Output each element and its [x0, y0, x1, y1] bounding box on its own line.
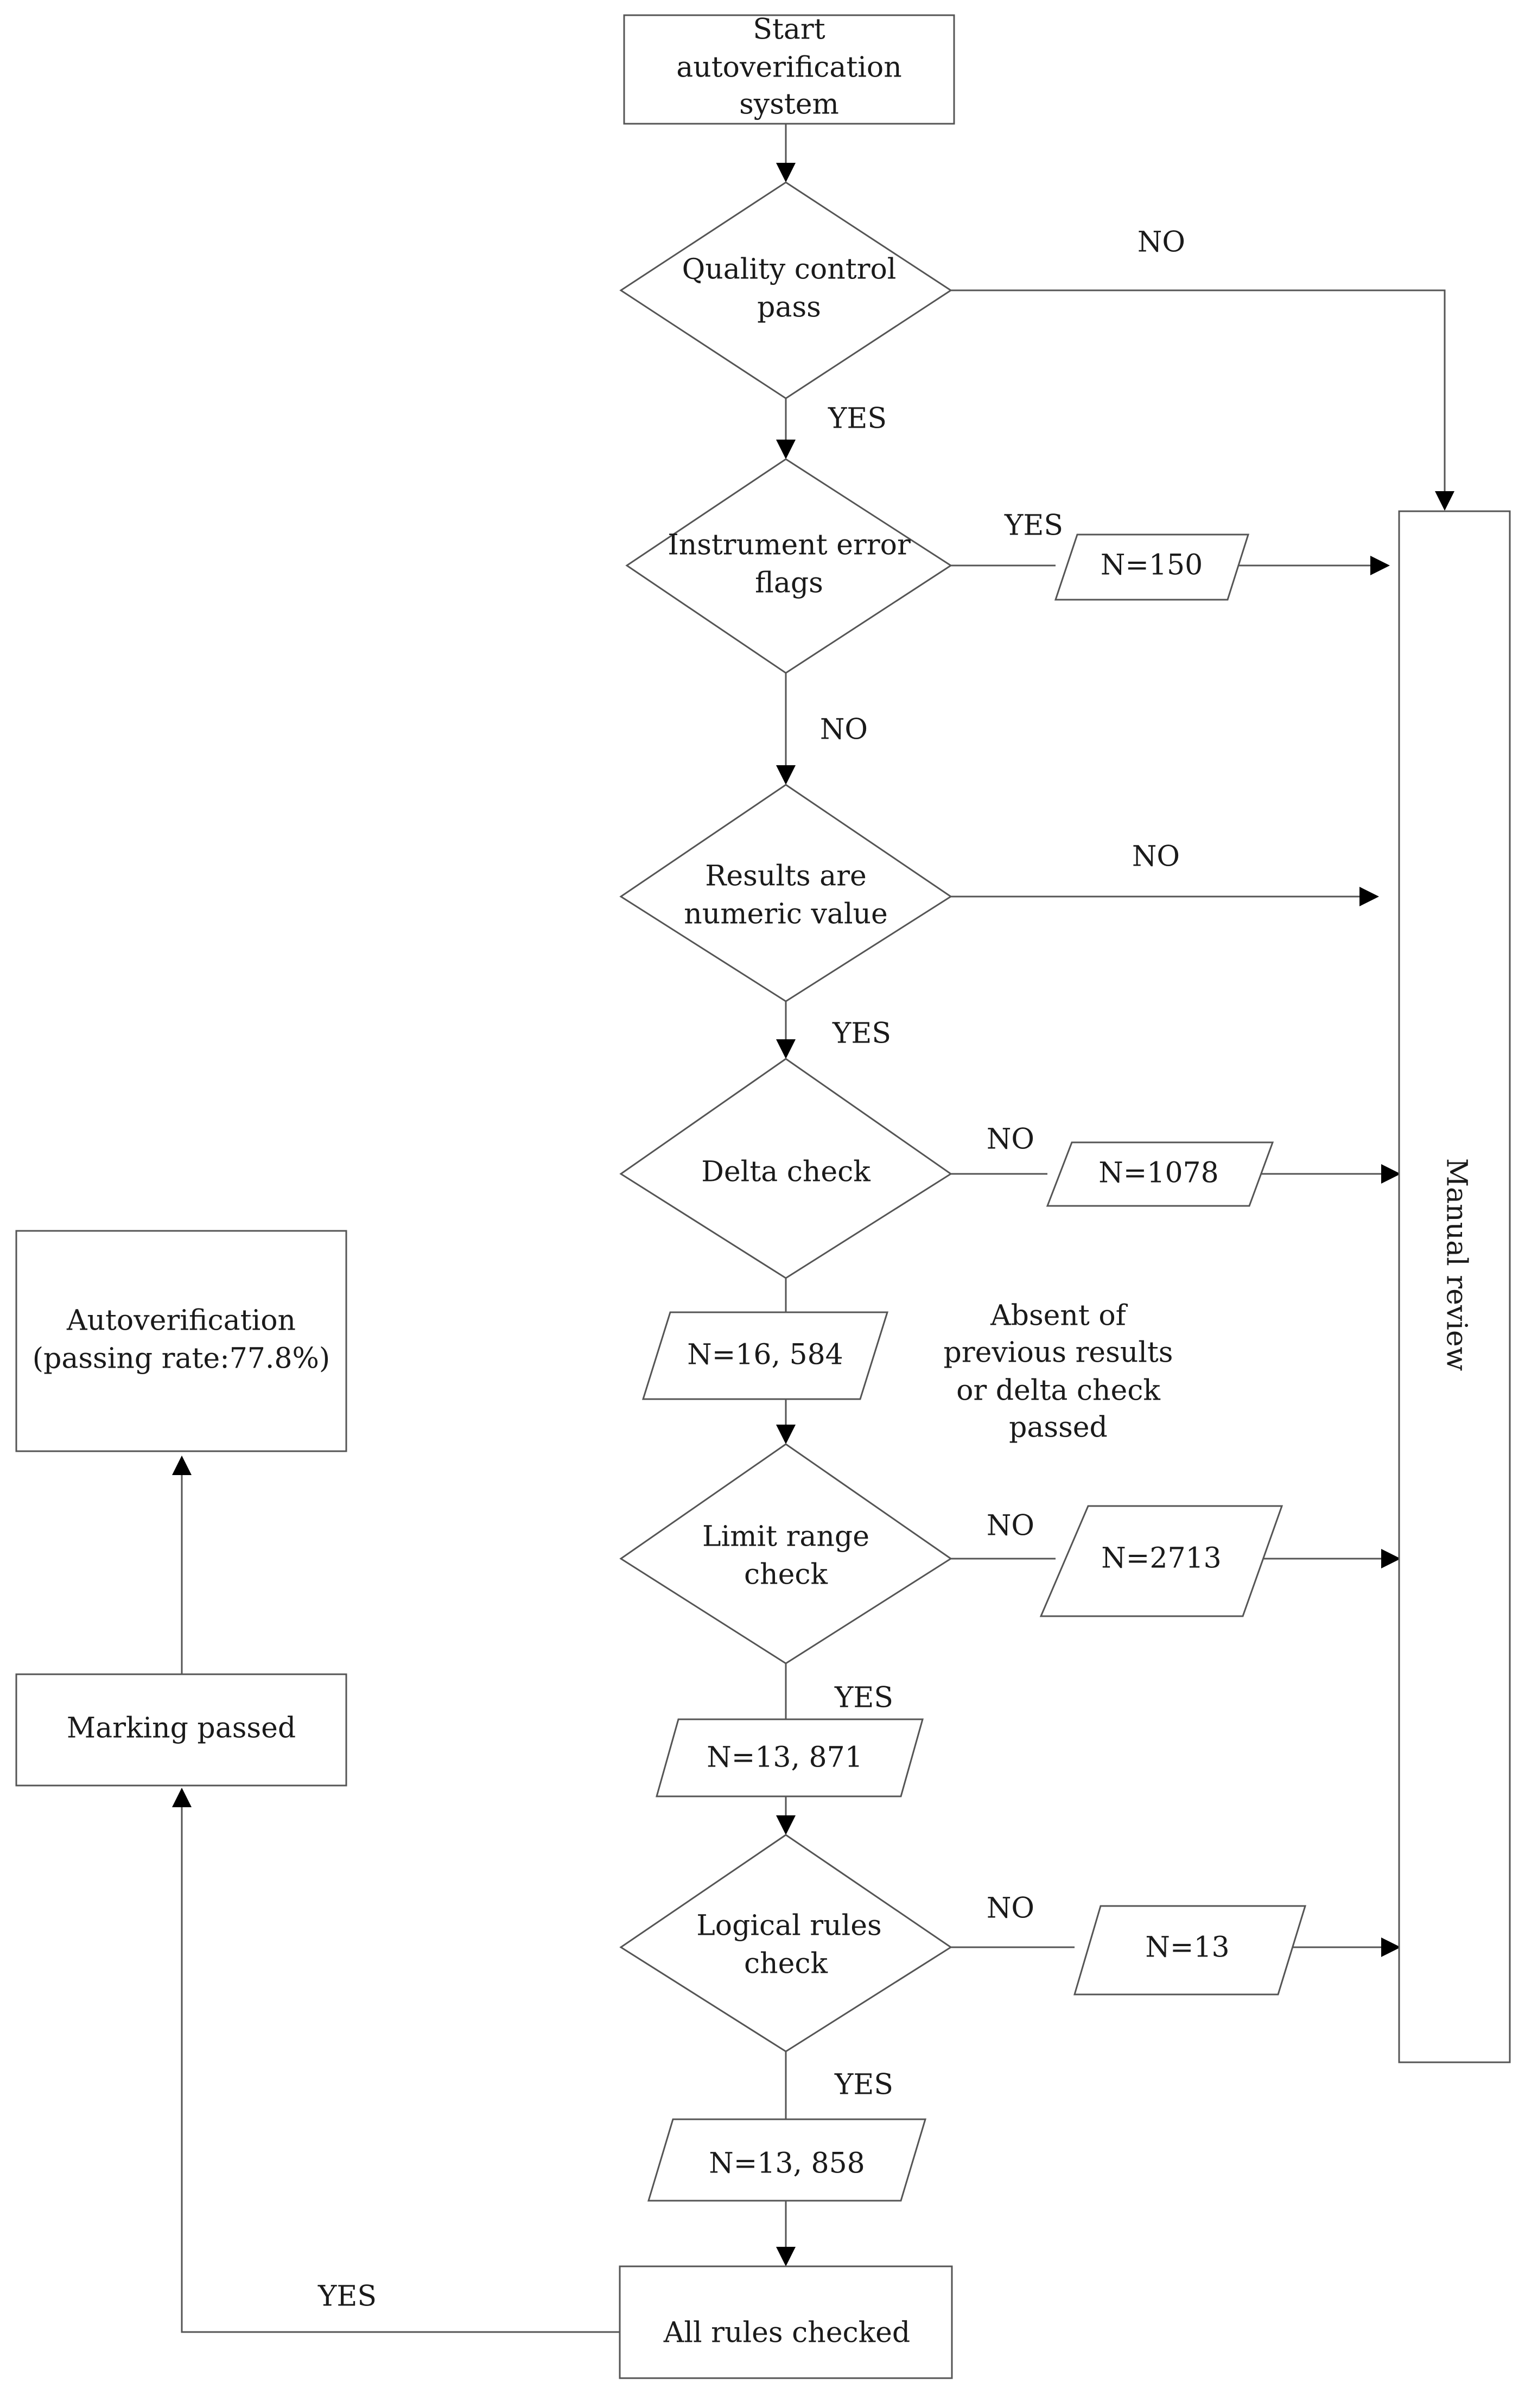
count-n150-parallelogram — [1054, 533, 1250, 601]
instrument-error-label-line-1: Instrument error — [668, 529, 911, 562]
qc-yes-label: YES — [828, 403, 887, 435]
instrument-no-label: NO — [820, 714, 868, 746]
logical-no-label: NO — [987, 1892, 1034, 1925]
start-label-line-1: Start — [753, 14, 825, 46]
logical-yes-label: YES — [834, 2069, 893, 2101]
count-n1078-label: N=1078 — [1098, 1157, 1218, 1190]
autoverification-outline — [15, 1230, 347, 1452]
autoverification-box: Autoverification (passing rate:77.8%) — [15, 1230, 347, 1452]
start-box: Start autoverification system — [623, 14, 955, 125]
delta-check-label: Delta check — [701, 1156, 870, 1189]
start-label-line-2: autoverification — [676, 52, 901, 84]
limit-range-label-line-1: Limit range — [702, 1521, 869, 1553]
connectors — [181, 124, 1446, 2333]
arrowhead-to-limit — [776, 1425, 796, 1444]
count-n13-parallelogram — [1073, 1905, 1307, 1996]
count-n150-label: N=150 — [1101, 549, 1203, 582]
numeric-value-label-line-1: Results are — [705, 860, 866, 893]
limit-range-decision: Limit range check — [619, 1443, 952, 1664]
arrowhead-to-autoverification — [172, 1456, 192, 1475]
limit-range-label-line-2: check — [744, 1559, 828, 1591]
limit-no-label: NO — [987, 1510, 1034, 1542]
count-n16584-parallelogram — [641, 1311, 889, 1400]
instrument-error-decision: Instrument error flags — [625, 458, 952, 674]
arrowhead-to-logical — [776, 1815, 796, 1835]
arrowhead-to-qc — [776, 163, 796, 182]
count-n13: N=13 — [1073, 1905, 1307, 1996]
limit-yes-label: YES — [834, 1682, 893, 1714]
count-n1078-parallelogram — [1046, 1141, 1274, 1207]
count-n13858-label: N=13, 858 — [709, 2147, 865, 2180]
arrowhead-to-delta — [776, 1039, 796, 1059]
delta-no-label: NO — [987, 1123, 1034, 1156]
arrowhead-n2713-to-manual — [1381, 1549, 1401, 1568]
count-n150: N=150 — [1054, 533, 1250, 601]
logical-rules-label-line-1: Logical rules — [696, 1910, 881, 1942]
count-n13871: N=13, 871 — [656, 1718, 924, 1797]
arrowhead-to-instrument — [776, 440, 796, 459]
count-n13871-parallelogram — [656, 1718, 924, 1797]
logical-rules-diamond — [619, 1834, 952, 2053]
arrowhead-qc-to-manual — [1435, 491, 1454, 511]
start-box-outline — [623, 14, 955, 125]
count-n1078: N=1078 — [1046, 1141, 1274, 1207]
start-label-line-3: system — [739, 88, 839, 121]
count-n13858: N=13, 858 — [647, 2118, 927, 2202]
instrument-error-diamond — [625, 458, 952, 674]
delta-pass-note-line-3: or delta check — [956, 1375, 1160, 1407]
quality-control-diamond — [619, 181, 952, 399]
count-n13871-label: N=13, 871 — [707, 1742, 863, 1774]
delta-pass-note-line-4: passed — [1009, 1412, 1108, 1444]
connector-allrules-marking — [181, 1807, 620, 2333]
qc-no-label: NO — [1138, 226, 1185, 259]
manual-review-label: Manual review — [1440, 1158, 1473, 1371]
delta-check-diamond — [619, 1058, 952, 1279]
quality-control-decision: Quality control pass — [619, 181, 952, 399]
instrument-yes-label: YES — [1004, 510, 1063, 542]
arrowhead-to-allrules — [776, 2247, 796, 2266]
delta-check-decision: Delta check — [619, 1058, 952, 1279]
arrowheads — [172, 163, 1454, 2266]
connector-qc-no-manual — [951, 289, 1446, 491]
count-n2713: N=2713 — [1039, 1505, 1283, 1617]
numeric-yes-label: YES — [832, 1018, 891, 1050]
marking-passed-outline — [15, 1673, 347, 1787]
logical-rules-decision: Logical rules check — [619, 1834, 952, 2053]
autoverification-label-line-2: (passing rate:77.8%) — [33, 1343, 330, 1375]
quality-control-label-line-2: pass — [757, 291, 821, 324]
numeric-value-decision: Results are numeric value — [619, 784, 952, 1002]
logical-rules-label-line-2: check — [744, 1948, 828, 1980]
quality-control-label-line-1: Quality control — [682, 253, 897, 286]
count-n2713-label: N=2713 — [1101, 1542, 1221, 1575]
all-rules-checked-outline — [619, 2265, 953, 2379]
arrowhead-n13-to-manual — [1381, 1937, 1401, 1957]
marking-passed-label: Marking passed — [67, 1712, 296, 1745]
arrowhead-to-numeric — [776, 765, 796, 785]
marking-passed-box: Marking passed — [15, 1673, 347, 1787]
manual-review-outline — [1398, 510, 1511, 2063]
numeric-value-diamond — [619, 784, 952, 1002]
arrowhead-n150-to-manual — [1370, 556, 1390, 575]
count-n13858-parallelogram — [647, 2118, 927, 2202]
all-rules-yes-label: YES — [317, 2280, 377, 2313]
count-n13-label: N=13 — [1145, 1932, 1229, 1964]
numeric-value-label-line-2: numeric value — [684, 898, 887, 931]
delta-pass-note-line-2: previous results — [944, 1337, 1173, 1369]
edge-labels: NO YES YES NO NO YES NO Absent of previo… — [317, 226, 1185, 2313]
count-n16584: N=16, 584 — [641, 1311, 889, 1400]
count-n2713-parallelogram — [1039, 1505, 1283, 1617]
manual-review-box: Manual review — [1398, 510, 1511, 2063]
all-rules-checked-label: All rules checked — [663, 2317, 910, 2349]
delta-pass-note-line-1: Absent of — [990, 1300, 1128, 1332]
limit-range-diamond — [619, 1443, 952, 1664]
instrument-error-label-line-2: flags — [755, 567, 823, 600]
arrowhead-numeric-to-manual — [1359, 887, 1379, 906]
arrowhead-n1078-to-manual — [1381, 1164, 1401, 1184]
count-n16584-label: N=16, 584 — [687, 1339, 843, 1371]
autoverification-label-line-1: Autoverification — [66, 1305, 296, 1337]
numeric-no-label: NO — [1132, 841, 1180, 873]
all-rules-checked-box: All rules checked — [619, 2265, 953, 2379]
arrowhead-to-marking — [172, 1788, 192, 1807]
